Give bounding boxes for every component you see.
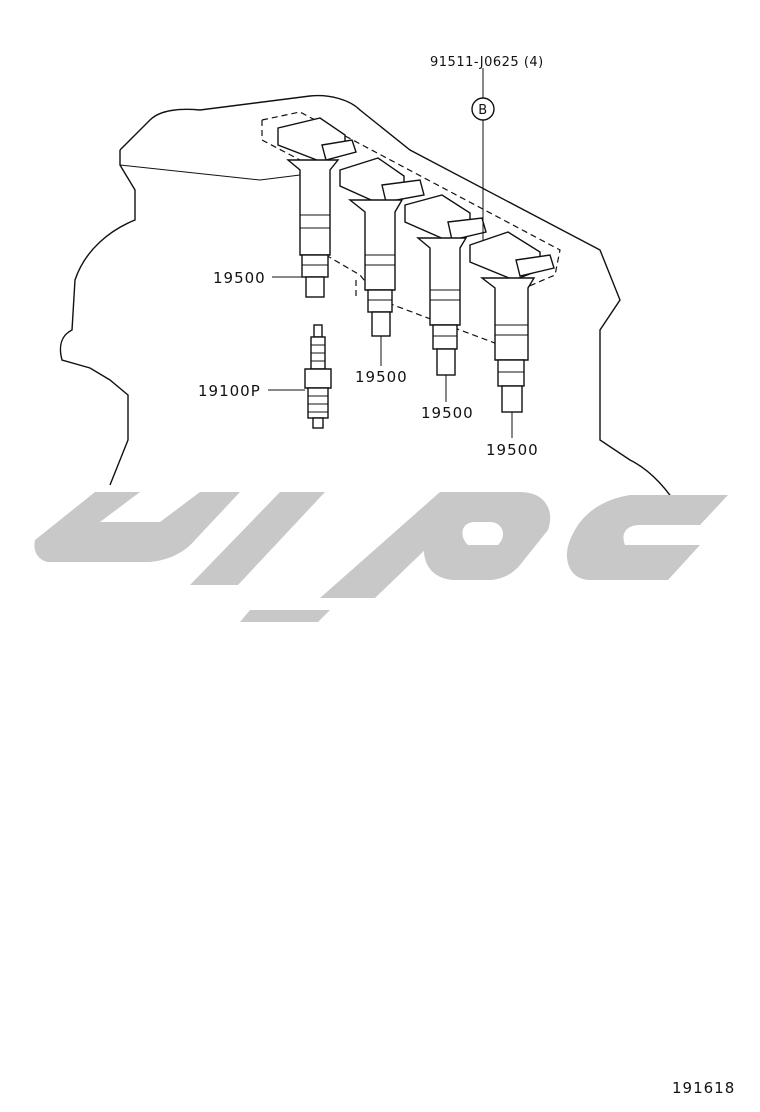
coil-3-part-number: 19500 (421, 404, 474, 422)
ignition-coil-3 (404, 194, 487, 376)
coil-4-part-number: 19500 (486, 441, 539, 459)
bolt-part-number: 91511-J0625 (4) (430, 55, 544, 70)
watermark-logo (34, 492, 728, 622)
spark-plug-part-number: 19100P (198, 382, 261, 400)
coil-1-part-number: 19500 (213, 269, 266, 287)
ref-marker-label: B (478, 103, 487, 118)
figure-number: 191618 (672, 1079, 735, 1097)
coil-2-part-number: 19500 (355, 368, 408, 386)
ignition-coil-4 (469, 231, 555, 413)
spark-plug (304, 324, 332, 429)
ignition-coil-2 (339, 157, 425, 337)
ref-marker-circle (471, 97, 495, 121)
leader-lines (268, 68, 513, 438)
engine-head-outline (59, 94, 686, 521)
ignition-coil-1 (277, 117, 357, 298)
